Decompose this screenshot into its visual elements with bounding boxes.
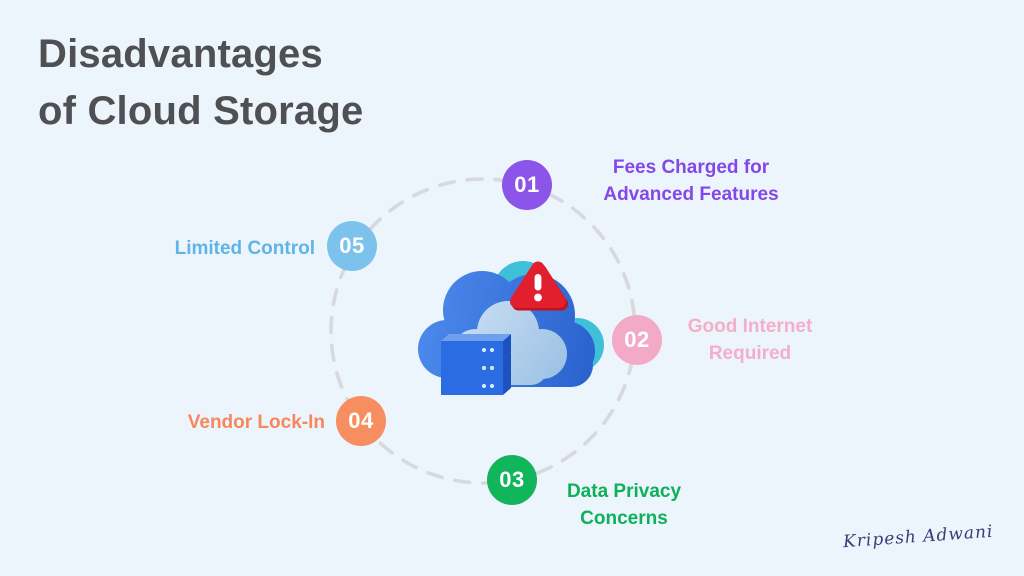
item-number-04: 04: [348, 408, 374, 433]
server-icon: [441, 334, 511, 395]
item-badge-04: 04: [336, 396, 386, 446]
item-badge-05: 05: [327, 221, 377, 271]
item-label-internet: Good Internet Required: [687, 316, 813, 364]
item-label-control: Limited Control: [174, 238, 315, 259]
item-label-fees: Fees Charged for Advanced Features: [603, 157, 779, 205]
item-number-02: 02: [624, 327, 650, 352]
item-badge-03: 03: [487, 455, 537, 505]
item-label-vendor: Vendor Lock-In: [187, 412, 325, 433]
item-label-privacy: Data Privacy Concerns: [566, 481, 682, 529]
cloud-server-warning-illustration: [418, 261, 604, 395]
item-number-05: 05: [339, 233, 365, 258]
item-number-03: 03: [499, 467, 525, 492]
item-badge-02: 02: [612, 315, 662, 365]
item-badge-01: 01: [502, 160, 552, 210]
item-number-01: 01: [514, 172, 540, 197]
warning-icon: [510, 261, 568, 311]
page-title: Disadvantages of Cloud Storage: [38, 32, 364, 134]
